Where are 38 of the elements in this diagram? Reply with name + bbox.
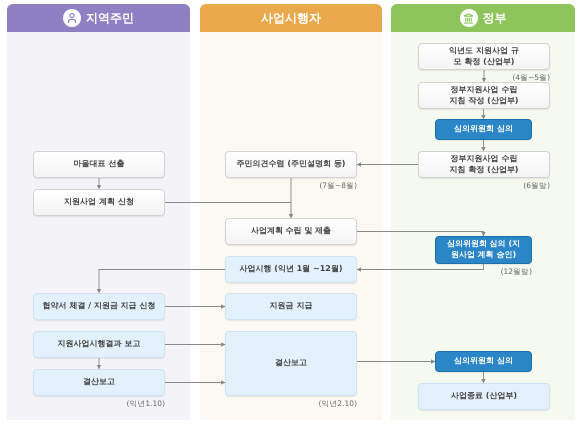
process-box: 사업시행 (익년 1월 ~12월) (225, 256, 357, 283)
arrow (481, 140, 486, 152)
process-box: 정부지원사업 수립지침 확정 (산업부) (418, 151, 550, 178)
process-box: 사업종료 (산업부) (418, 383, 550, 410)
arrow (356, 162, 418, 167)
lane-title: 정부 (482, 10, 506, 26)
review-box: 심의위원회 심의 (지원사업 계획 승인) (435, 236, 532, 264)
arrow (96, 358, 102, 370)
arrow (356, 264, 484, 272)
arrow (164, 380, 226, 385)
process-box: 지원사업 계획 신청 (33, 189, 165, 216)
process-box: 지원금 지급 (225, 293, 357, 320)
arrow (96, 269, 226, 294)
swimlane (7, 4, 190, 420)
review-box: 심의위원회 심의 (435, 119, 532, 140)
arrow (164, 342, 226, 347)
process-box: 지원사업시행결과 보고 (33, 331, 165, 358)
process-box: 결산보고 (225, 331, 357, 396)
review-box: 심의위원회 심의 (435, 351, 532, 372)
process-box: 정부지원사업 수립지침 작성 (산업부) (418, 82, 550, 109)
arrow (356, 231, 486, 236)
swimlane (391, 4, 575, 420)
process-box: 익년도 지원사업 규모 확정 (산업부) (418, 43, 550, 70)
arrow (288, 178, 294, 218)
arrow (482, 70, 486, 82)
arrow (164, 304, 226, 309)
process-box: 주민의견수렴 (주민설명회 등) (225, 151, 357, 178)
arrow (481, 372, 486, 384)
lane-title: 사업시행자 (261, 10, 321, 26)
process-box: 사업계획 수립 및 제출 (225, 218, 357, 245)
process-box: 결산보고 (33, 369, 165, 396)
arrow (96, 178, 102, 190)
arrow (481, 108, 486, 120)
swimlane (200, 4, 382, 420)
process-box: 마을대표 선출 (33, 151, 165, 178)
process-box: 협약서 체결 / 지원금 지급 신청 (33, 293, 165, 320)
lane-title: 지역주민 (86, 10, 134, 26)
arrow (356, 359, 436, 364)
